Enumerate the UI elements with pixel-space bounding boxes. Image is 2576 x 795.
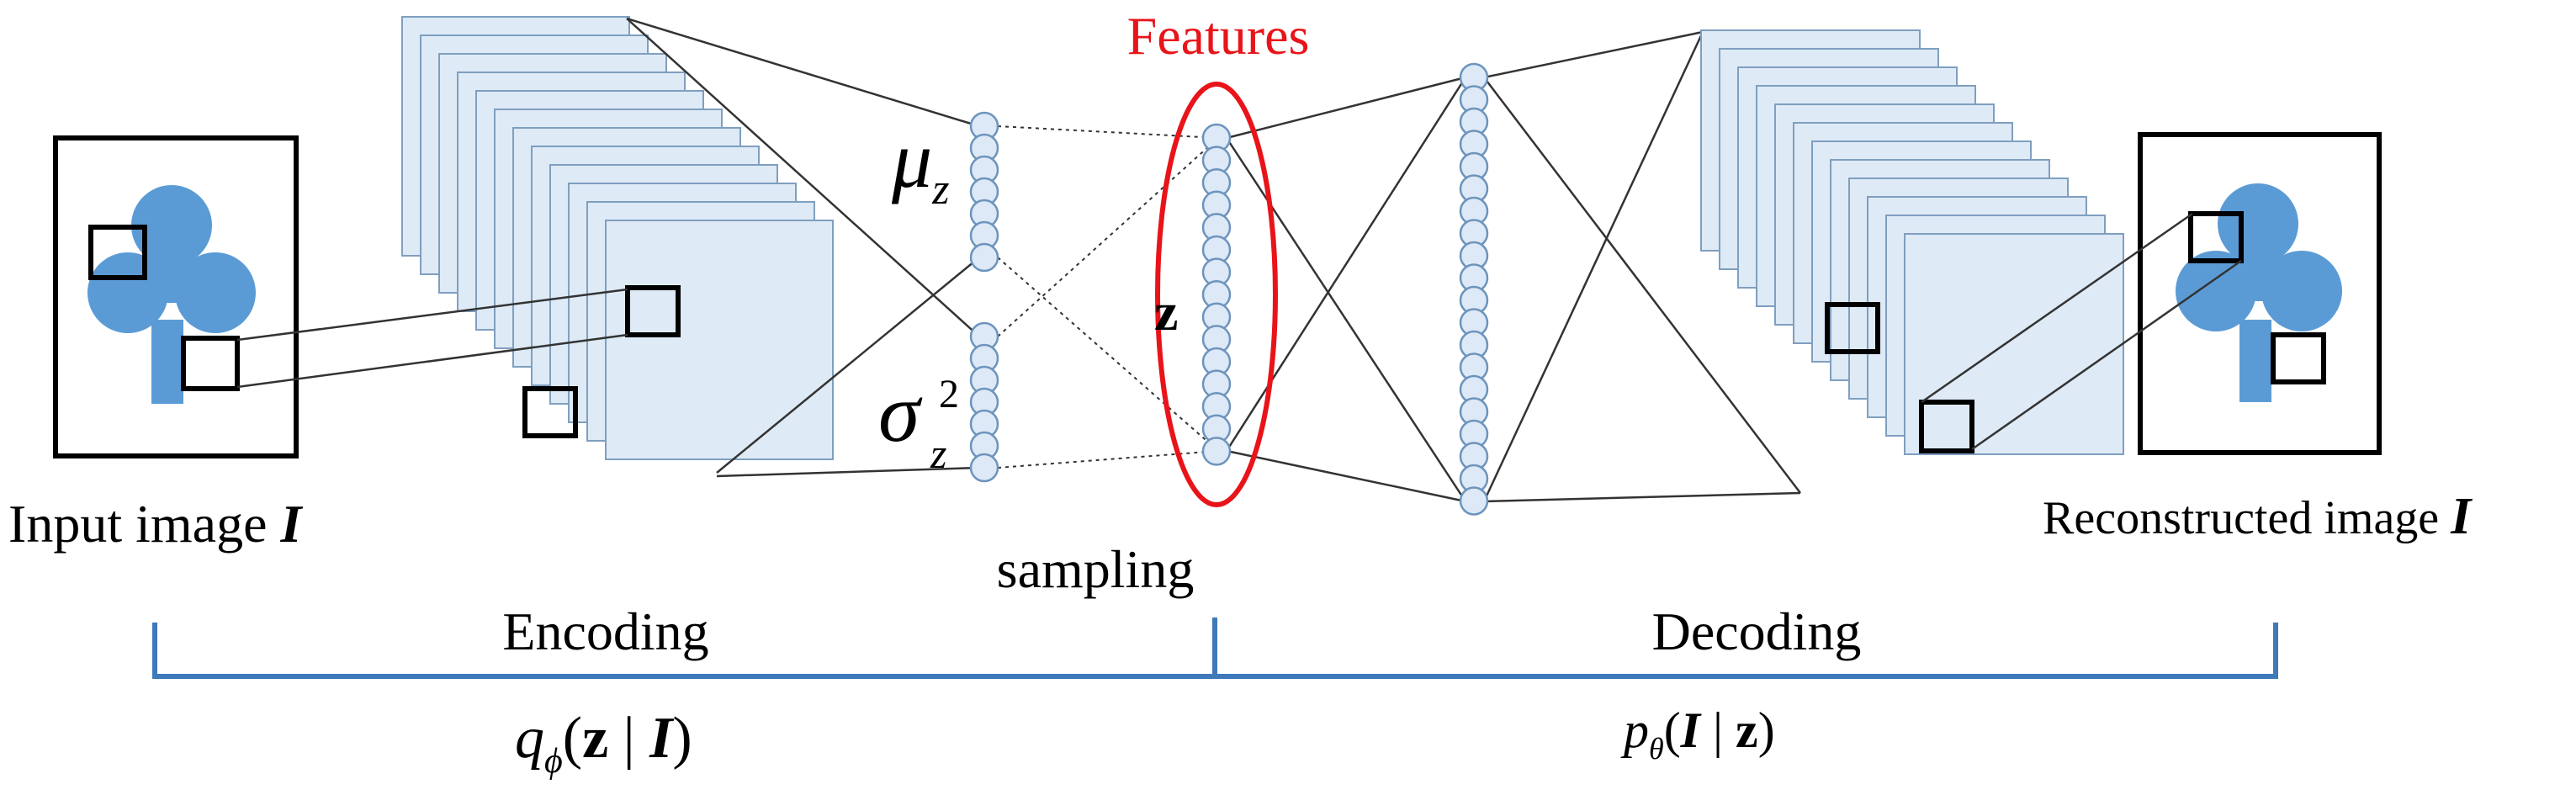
features-ellipse (1155, 82, 1278, 507)
neuron-node (969, 242, 999, 273)
decoder-map-patch-top (1825, 302, 1880, 354)
latent-to-decoder-lines (1225, 76, 1467, 503)
input-to-encoder-lines (236, 288, 628, 389)
decoder-hidden-nodes (1459, 62, 1489, 516)
output-patch-top (2188, 211, 2244, 263)
input-patch-bottom (181, 336, 240, 391)
sampling-label: sampling (997, 539, 1195, 599)
neuron-node (969, 453, 999, 483)
decoder-formula: pθ(I | z) (1620, 702, 1775, 766)
neuron-node (1459, 486, 1489, 516)
input-image-label: Input image I (8, 494, 303, 554)
decoder-feature-maps (1700, 29, 2124, 455)
decoder-map-patch-bottom (1919, 400, 1974, 453)
input-image-frame (53, 135, 299, 458)
reconstructed-image-label: Reconstructed image I (2043, 488, 2473, 545)
z-nodes (1201, 123, 1232, 466)
mu-nodes (969, 111, 999, 273)
feature-map-sheet (605, 220, 834, 460)
decoding-label: Decoding (1652, 602, 1862, 661)
decoder-to-output-lines (1921, 212, 2242, 451)
mu-label: μz (891, 114, 949, 214)
decoder-hidden-to-maps-lines (1482, 30, 1801, 503)
reconstructed-image-frame (2138, 132, 2382, 455)
club-icon (87, 185, 256, 404)
neuron-node (1201, 437, 1232, 466)
encoding-decoding-bracket (152, 617, 2278, 679)
feature-map-sheet (1904, 233, 2124, 455)
sigma-superscript: 2 (939, 372, 959, 416)
encoder-formula: qϕ(z | I) (515, 706, 692, 781)
sampling-lines (997, 125, 1219, 469)
sigma-nodes (969, 321, 999, 483)
encoder-map-patch-bottom (522, 386, 578, 438)
encoder-map-patch-top (625, 285, 681, 337)
output-patch-bottom (2271, 332, 2326, 384)
sigma-subscript: z (930, 430, 946, 477)
encoder-to-latent-lines (626, 17, 980, 478)
z-label: z (1154, 282, 1178, 342)
encoding-label: Encoding (502, 602, 708, 661)
sigma-label: σ (878, 366, 923, 459)
features-title: Features (1127, 6, 1310, 66)
club-icon (2176, 183, 2342, 402)
input-patch-top (88, 225, 147, 280)
encoder-feature-maps (401, 16, 834, 460)
